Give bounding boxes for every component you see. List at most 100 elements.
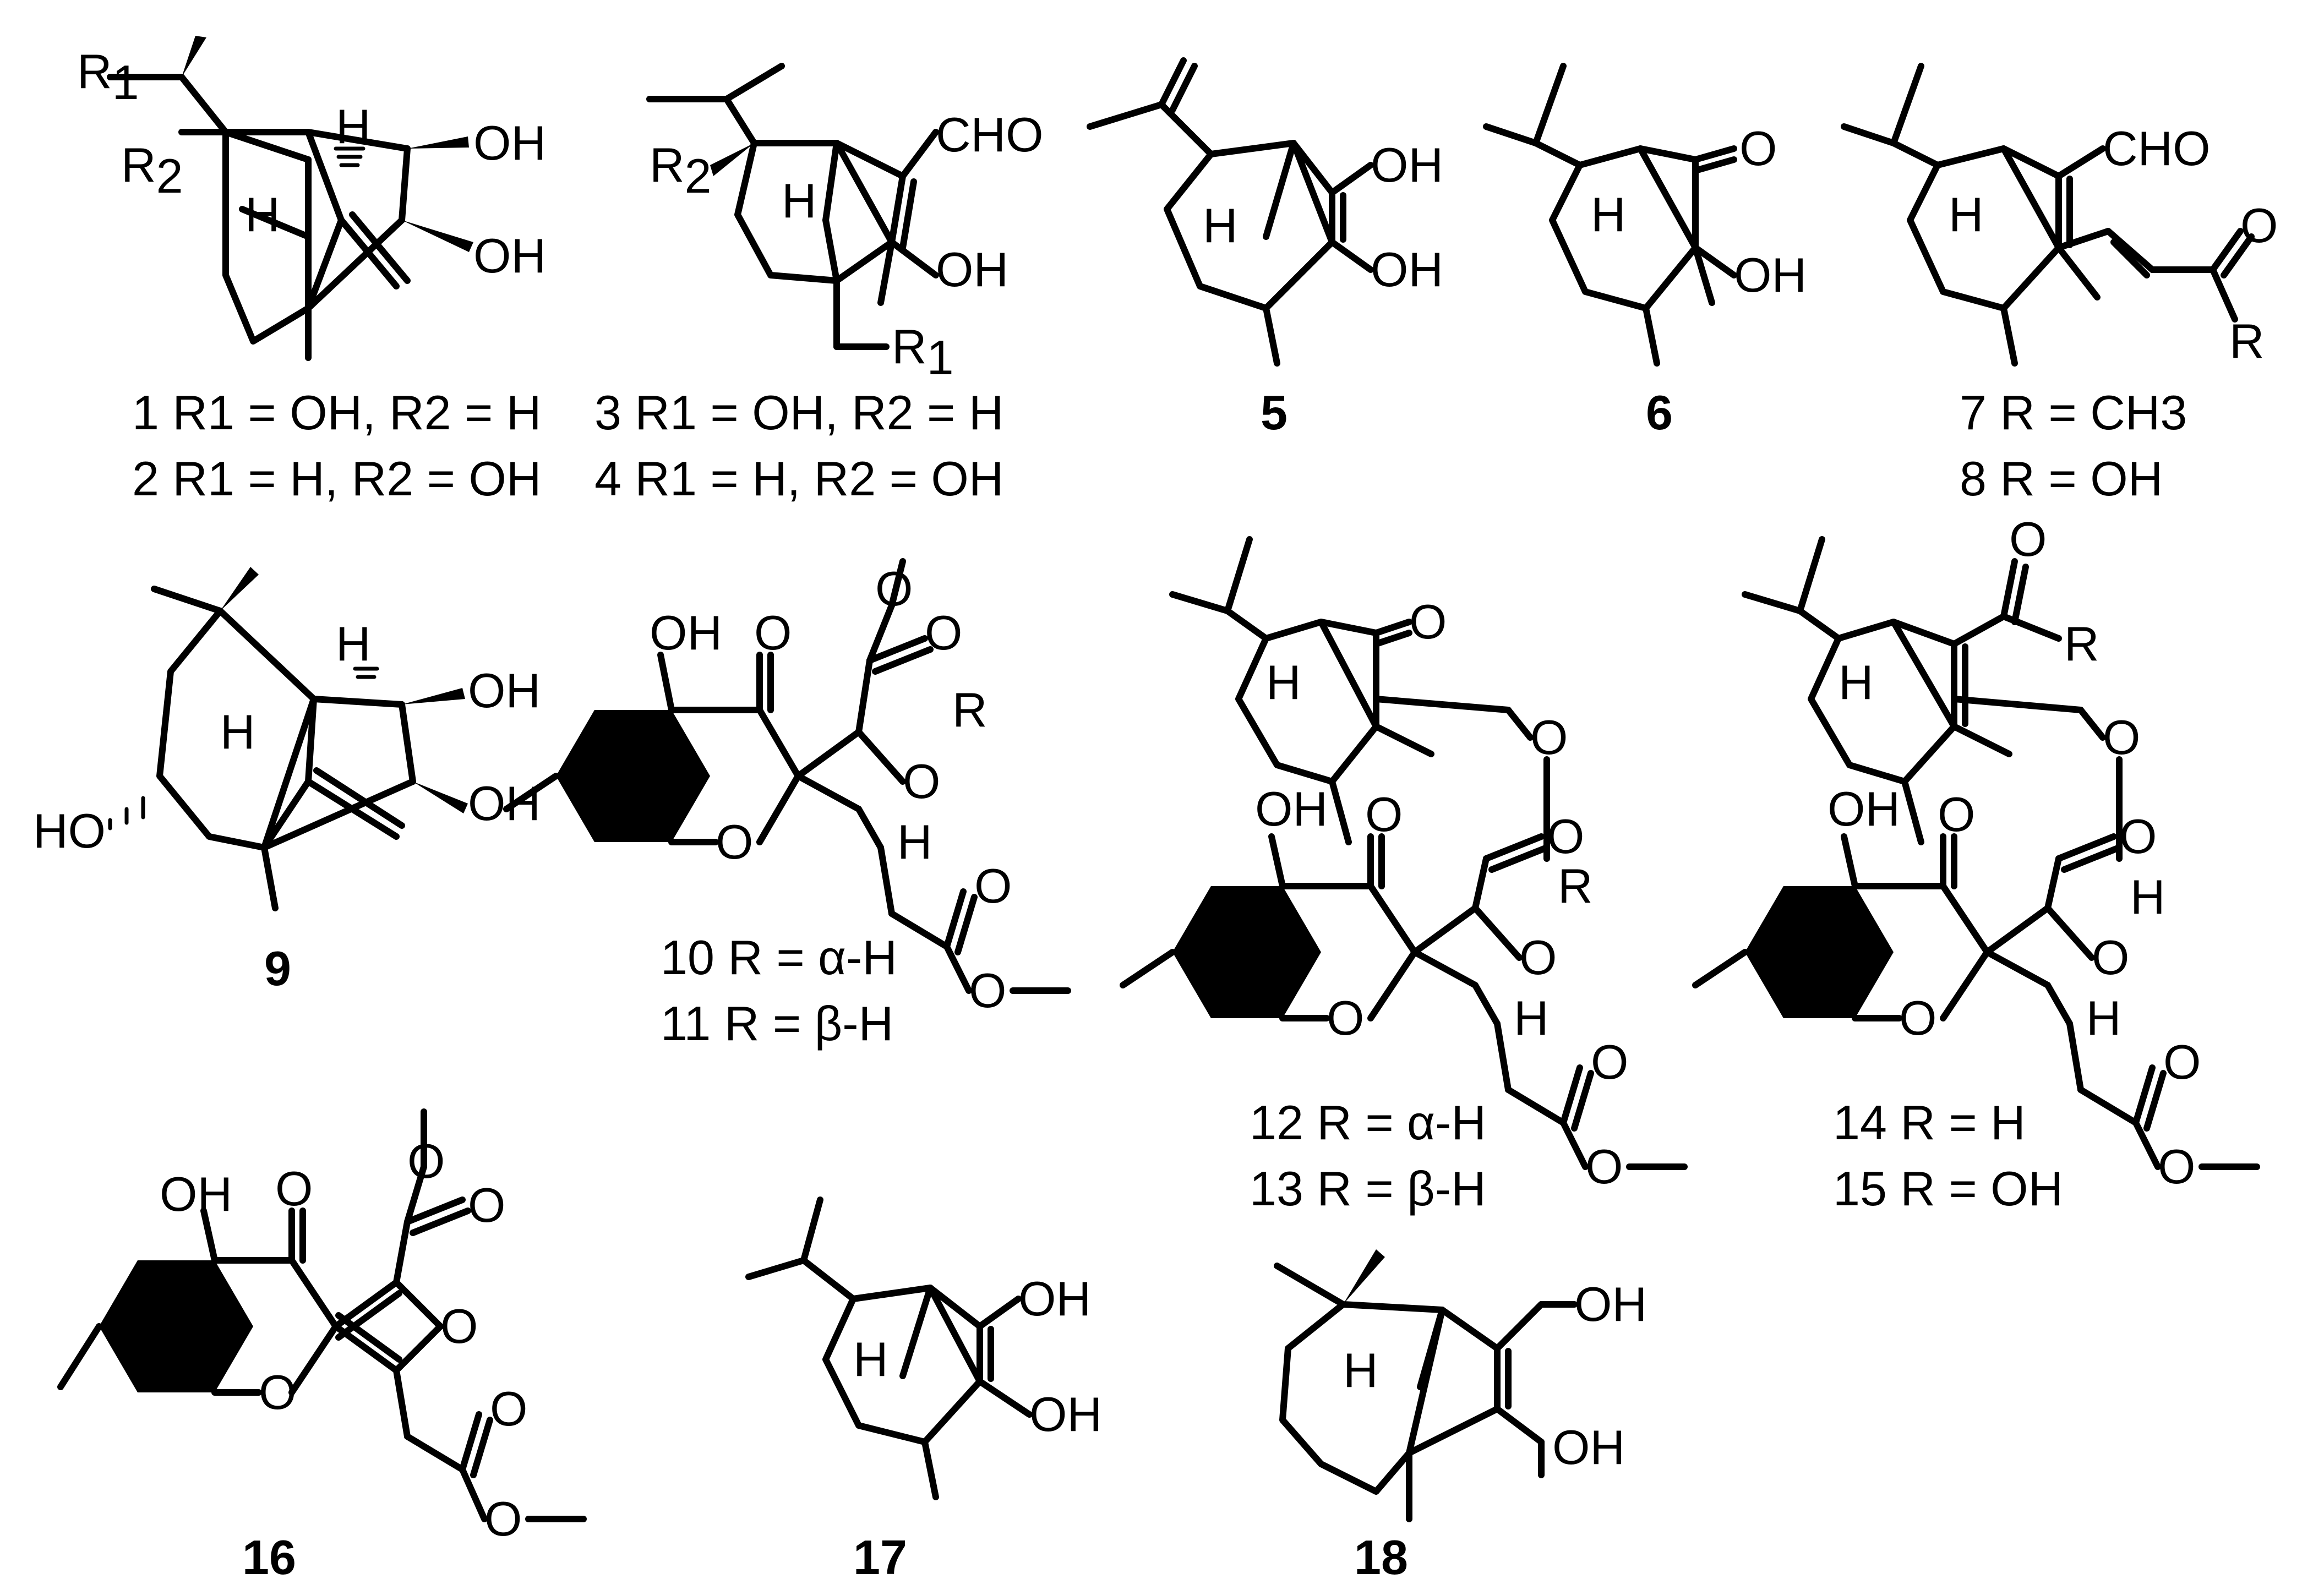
oh-label: OH (650, 605, 722, 660)
oh-label: OH (473, 228, 546, 283)
o-label: O (1547, 809, 1584, 864)
svg-text:3 R1 = OH, R2 = H: 3 R1 = OH, R2 = H (594, 385, 1003, 440)
caption-12: 12 R = α-H (1250, 1095, 1486, 1150)
svg-text:6: 6 (1646, 385, 1673, 440)
oh-label: OH (1552, 1420, 1625, 1474)
oh-label: OH (468, 776, 541, 831)
r-label: R (2064, 616, 2099, 671)
svg-text:16: 16 (242, 1530, 296, 1579)
caption-18: 18 (1354, 1530, 1408, 1579)
oh-label: OH (1734, 248, 1807, 302)
h-label: H (2130, 870, 2165, 924)
structure-3-4: R2 CHO OH H R1 (646, 63, 1044, 385)
o-label: O (2009, 512, 2047, 566)
structure-14-15: O R O H OH O O O O H H O O (1692, 512, 2260, 1194)
cho-label: CHO (2103, 121, 2211, 176)
svg-text:14 R = H: 14 R = H (1833, 1095, 2026, 1150)
h-label: H (1591, 187, 1626, 242)
o-label: O (2092, 930, 2129, 985)
caption-8: 8 R = OH (1960, 451, 2163, 506)
compound-number: 1 (132, 385, 159, 440)
h-label: H (220, 704, 255, 759)
structure-1-2: R1 R2 H H OH OH (77, 36, 546, 361)
caption-text: R1 = OH, R2 = H (172, 385, 541, 440)
h-label: H (245, 187, 280, 242)
o-label: O (974, 859, 1012, 913)
oh-label: OH (1029, 1387, 1102, 1441)
caption-6: 6 (1646, 385, 1673, 440)
caption-13: 13 R = β-H (1250, 1161, 1486, 1216)
o-label: O (1585, 1139, 1623, 1194)
h-label: H (1266, 655, 1301, 709)
caption-9: 9 (264, 941, 291, 996)
svg-text:13 R = β-H: 13 R = β-H (1250, 1161, 1486, 1216)
oh-label: OH (1371, 242, 1443, 297)
h-label: H (336, 616, 371, 671)
svg-text:R1: R1 (77, 44, 139, 110)
caption-2: 2 R1 = H, R2 = OH (132, 451, 541, 506)
h-label: H (1343, 1343, 1378, 1397)
svg-text:9: 9 (264, 941, 291, 996)
r-label: R (2229, 314, 2265, 368)
o-label: O (484, 1491, 522, 1546)
o-label: O (925, 605, 962, 660)
o-label: O (2163, 1035, 2201, 1089)
svg-text:R1: R1 (892, 319, 954, 385)
o-label: O (2158, 1139, 2195, 1194)
caption-17: 17 (853, 1530, 907, 1579)
h-label: H (897, 815, 932, 869)
structure-6: O OH H (1483, 63, 1807, 367)
svg-text:12 R = α-H: 12 R = α-H (1250, 1095, 1486, 1150)
o-label: O (1591, 1035, 1628, 1089)
o-label: O (259, 1365, 296, 1419)
h-label: H (1203, 198, 1238, 253)
structure-7-8: CHO O R H (1841, 63, 2278, 368)
o-label: O (2103, 710, 2140, 764)
cho-label: CHO (936, 107, 1044, 162)
oh-label: OH (1018, 1271, 1091, 1326)
structure-17: OH OH H (745, 1196, 1102, 1500)
o-label: O (2119, 809, 2157, 864)
structure-10-11: OH O O O O O R H O O (503, 558, 1071, 1018)
o-label: O (1938, 787, 1975, 842)
o-label: O (468, 1178, 505, 1232)
structure-18: OH OH H (1274, 1249, 1647, 1522)
svg-text:5: 5 (1261, 385, 1288, 440)
caption-11: 11 R = β-H (661, 996, 893, 1051)
o-label: O (1899, 991, 1936, 1045)
svg-text:10 R = α-H: 10 R = α-H (661, 930, 897, 985)
o-label: O (490, 1381, 527, 1436)
structure-12-13: O O H OH O O O O R H O O (1120, 536, 1688, 1194)
oh-label: OH (936, 242, 1008, 297)
svg-text:11 R = β-H: 11 R = β-H (661, 996, 893, 1051)
svg-text:7 R = CH3: 7 R = CH3 (1960, 385, 2187, 440)
h-label: H (782, 173, 817, 228)
o-label: O (875, 561, 913, 616)
caption-14: 14 R = H (1833, 1095, 2026, 1150)
caption-3: 3 R1 = OH, R2 = H (594, 385, 1003, 440)
o-label: O (1327, 991, 1364, 1045)
h-label: H (1514, 991, 1549, 1045)
o-label: O (903, 754, 940, 808)
structure-16: OH O O O O O O O (57, 1108, 587, 1546)
oh-label: OH (1371, 138, 1443, 192)
h-label: H (853, 1332, 888, 1386)
caption-15: 15 R = OH (1833, 1161, 2063, 1216)
r1-label: R (77, 44, 112, 99)
svg-text:17: 17 (853, 1530, 907, 1579)
h-label: H (336, 99, 371, 154)
svg-text:1 R1 = OH, R2 = H: 1 R1 = OH, R2 = H (132, 385, 541, 440)
o-label: O (716, 815, 753, 869)
o-label: O (969, 963, 1006, 1018)
oh-label: OH (473, 116, 546, 170)
oh-label: OH (160, 1167, 232, 1221)
ho-label: HO (33, 804, 106, 858)
o-label: O (275, 1161, 313, 1216)
o-label: O (1365, 787, 1403, 842)
h-label: H (1839, 655, 1874, 709)
oh-label: OH (1574, 1277, 1647, 1331)
o-label: O (1739, 121, 1777, 176)
o-label: O (407, 1134, 445, 1188)
r-label: R (952, 682, 988, 737)
